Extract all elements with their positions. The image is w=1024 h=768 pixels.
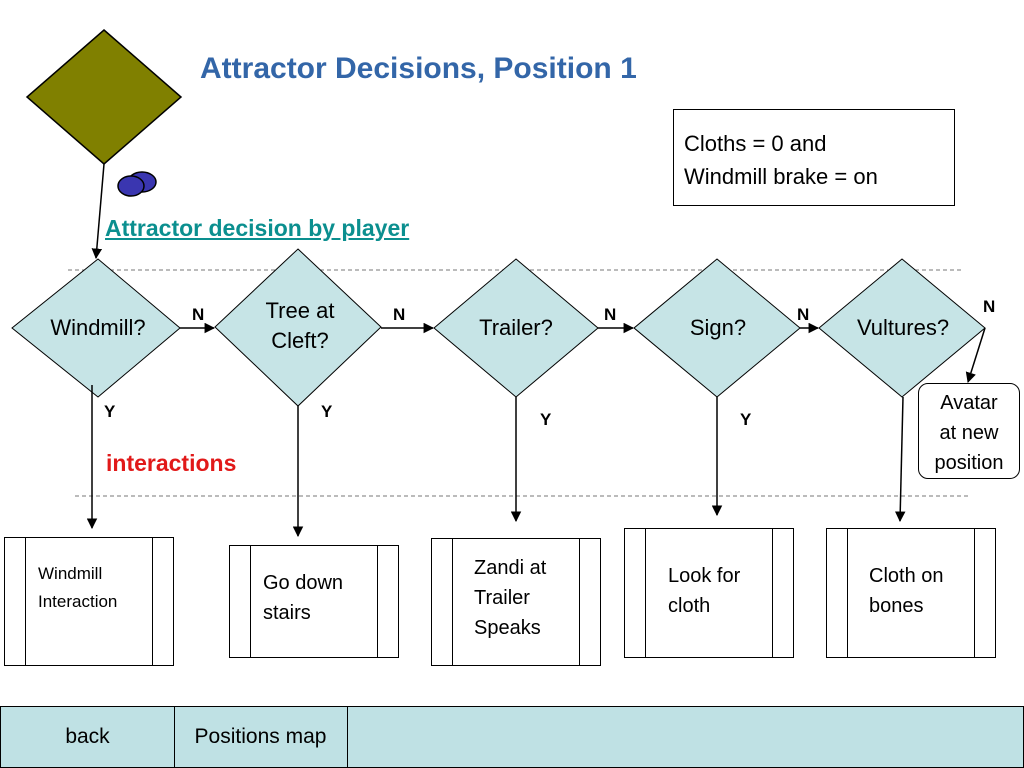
bottom-nav-bar: back Positions map <box>0 706 1024 768</box>
avatar-new-position: Avatar at new position <box>918 383 1020 479</box>
start-connector <box>91 163 105 260</box>
process-text: Go down stairs <box>263 568 343 628</box>
process-line-1: Zandi at <box>474 557 547 579</box>
process-bar-left <box>230 546 251 657</box>
decision-trailer: Trailer? <box>446 313 586 343</box>
no-label-1: N <box>192 305 205 324</box>
process-bar-left <box>827 529 848 657</box>
yes-label-1: Y <box>104 402 116 421</box>
process-bar-right <box>152 538 173 665</box>
yes-label-4: Y <box>740 410 752 429</box>
process-text: Look for cloth <box>668 561 740 621</box>
process-bar-right <box>579 539 600 665</box>
condition-line-2: Windmill brake = on <box>684 164 878 189</box>
yes-arrow-5 <box>894 396 906 523</box>
decision-diamond-vultures <box>818 258 986 398</box>
process-line-1: Cloth on <box>869 565 944 587</box>
avatar-line-1: Avatar <box>940 392 998 414</box>
avatar-line-3: position <box>934 452 1004 474</box>
process-text: Windmill Interaction <box>38 560 117 616</box>
process-zandi-speaks: Zandi at Trailer Speaks <box>431 538 601 666</box>
process-text: Cloth on bones <box>869 561 944 621</box>
decision-tree: Tree at Cleft? <box>230 296 370 356</box>
no-label-2: N <box>393 305 406 324</box>
no-label-5: N <box>983 297 996 316</box>
player-token-icon <box>117 171 157 197</box>
decision-trailer-text: Trailer? <box>479 315 553 340</box>
no-label-3: N <box>604 305 617 324</box>
process-bar-left <box>625 529 646 657</box>
decision-sign: Sign? <box>648 313 788 343</box>
decision-vultures-text: Vultures? <box>856 315 950 340</box>
page-title: Attractor Decisions, Position 1 <box>200 52 637 85</box>
condition-line-1: Cloths = 0 and <box>684 131 827 156</box>
decision-windmill: Windmill? <box>28 313 168 343</box>
process-go-down-stairs: Go down stairs <box>229 545 399 658</box>
process-line-2: stairs <box>263 602 311 624</box>
process-bar-right <box>772 529 793 657</box>
process-line-1: Go down <box>263 572 344 594</box>
decision-diamond-windmill <box>11 258 181 398</box>
back-button[interactable]: back <box>1 707 175 767</box>
process-line-3: Speaks <box>474 617 541 639</box>
process-line-2: bones <box>869 595 924 617</box>
process-line-2: cloth <box>668 595 711 617</box>
process-bar-right <box>974 529 995 657</box>
avatar-line-2: at new <box>939 422 999 444</box>
process-bar-left <box>5 538 26 665</box>
process-bar-right <box>377 546 398 657</box>
attractor-decision-link[interactable]: Attractor decision by player <box>105 215 410 241</box>
start-diamond <box>25 29 183 165</box>
decision-vultures: Vultures? <box>833 313 973 343</box>
decision-tree-line2: Cleft? <box>271 328 329 353</box>
no-arrow-5 <box>965 327 986 384</box>
process-text: Zandi at Trailer Speaks <box>474 553 546 643</box>
decision-tree-line1: Tree at <box>265 298 335 323</box>
process-line-1: Windmill <box>38 564 103 583</box>
process-line-2: Trailer <box>474 587 530 609</box>
process-windmill-interaction: Windmill Interaction <box>4 537 174 666</box>
decision-sign-text: Sign? <box>689 315 747 340</box>
interactions-label: interactions <box>106 450 237 476</box>
yes-label-2: Y <box>321 402 333 421</box>
condition-note: Cloths = 0 and Windmill brake = on <box>673 109 955 206</box>
positions-map-button[interactable]: Positions map <box>174 707 348 767</box>
process-cloth-on-bones: Cloth on bones <box>826 528 996 658</box>
process-bar-left <box>432 539 453 665</box>
decision-windmill-text: Windmill? <box>50 315 146 340</box>
no-label-4: N <box>797 305 810 324</box>
process-line-1: Look for <box>668 565 741 587</box>
process-line-2: Interaction <box>38 592 118 611</box>
yes-label-3: Y <box>540 410 552 429</box>
process-look-for-cloth: Look for cloth <box>624 528 794 658</box>
